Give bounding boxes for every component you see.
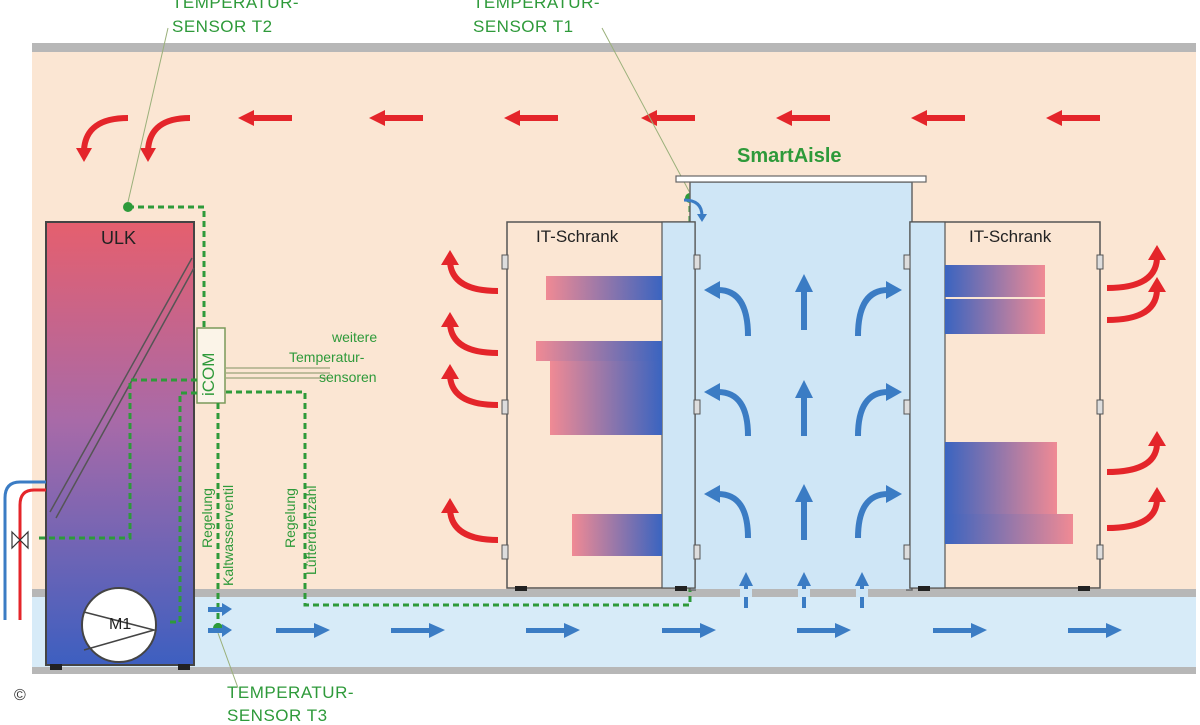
weitere-line2: Temperatur- xyxy=(289,349,365,365)
server-unit xyxy=(945,442,1057,514)
aisle-curved-arrows-left xyxy=(717,287,751,539)
cabinet-left-door xyxy=(661,221,696,589)
blue-arrow-icon xyxy=(208,603,232,616)
cabinet-left-title: IT-Schrank xyxy=(536,227,619,246)
sensor-t3-label-line1: TEMPERATUR- xyxy=(227,683,355,702)
hot-air-return-arrows xyxy=(238,110,1100,126)
cold-air-floor-arrows xyxy=(208,603,1122,638)
sensor-leader-lines xyxy=(127,27,691,689)
regelung-luefter-line1: Regelung xyxy=(282,488,298,548)
regelung-kalt-line2: Kaltwasserventil xyxy=(220,484,236,586)
further-sensor-wires xyxy=(226,367,330,379)
servers-left xyxy=(536,276,662,556)
blue-arrow-icon xyxy=(208,624,232,637)
floor-slab xyxy=(32,589,1196,597)
server-unit xyxy=(572,514,662,556)
fan-m1-label: M1 xyxy=(109,616,132,633)
red-arrow-icon xyxy=(776,110,830,126)
blue-arrow-icon xyxy=(526,623,580,638)
copyright-mark: © xyxy=(14,687,26,704)
server-unit xyxy=(546,276,662,300)
red-arrow-icon xyxy=(369,110,423,126)
sensor-t3-label-line2: SENSOR T3 xyxy=(227,706,328,725)
red-curved-arrow-icon xyxy=(145,115,191,151)
hot-air-into-ulk-arrows xyxy=(81,115,191,151)
blue-arrow-icon xyxy=(662,623,716,638)
blue-arrow-icon xyxy=(1068,623,1122,638)
server-unit xyxy=(945,514,1073,544)
ceiling-wall xyxy=(32,43,1196,52)
icom-label: iCOM xyxy=(199,352,218,396)
sensor-t1-label-line1: TEMPERATUR- xyxy=(473,0,601,12)
blue-arrow-icon xyxy=(797,623,851,638)
cabinet-right-title: IT-Schrank xyxy=(969,227,1052,246)
red-arrow-icon xyxy=(238,110,292,126)
red-curved-arrow-icon xyxy=(81,115,129,151)
smartaisle-roof xyxy=(675,175,927,183)
red-arrow-icon xyxy=(641,110,695,126)
chilled-water-return-pipe xyxy=(18,488,46,620)
regelung-kalt-line1: Regelung xyxy=(199,488,215,548)
sensor-t2-label-line1: TEMPERATUR- xyxy=(172,0,300,12)
sensor-t1-label-line2: SENSOR T1 xyxy=(473,17,574,36)
server-unit xyxy=(945,299,1045,334)
cabinet-right-door xyxy=(909,221,946,589)
sensor-t2-dot xyxy=(123,202,133,212)
weitere-line3: sensoren xyxy=(319,369,377,385)
aisle-up-arrows xyxy=(795,274,813,540)
weitere-line1: weitere xyxy=(332,329,378,345)
servers-right xyxy=(945,265,1073,544)
floor-bottom xyxy=(32,667,1196,674)
red-arrow-icon xyxy=(911,110,965,126)
water-valve-icon xyxy=(11,530,29,550)
icom-controller xyxy=(196,327,226,404)
aisle-curved-arrows-right xyxy=(855,287,889,539)
server-unit xyxy=(536,341,662,361)
ulk-title: ULK xyxy=(101,228,137,248)
blue-arrow-icon xyxy=(276,623,330,638)
raised-floor xyxy=(32,596,1196,668)
sensor-t2-label-line2: SENSOR T2 xyxy=(172,17,273,36)
chilled-water-supply-pipe xyxy=(3,480,46,620)
blue-arrow-icon xyxy=(391,623,445,638)
server-unit xyxy=(945,265,1045,297)
red-arrow-icon xyxy=(1046,110,1100,126)
blue-arrow-icon xyxy=(933,623,987,638)
hot-exhaust-right xyxy=(1106,257,1160,531)
fan-m1-icon xyxy=(81,587,157,663)
red-arrow-icon xyxy=(504,110,558,126)
smartaisle-title: SmartAisle xyxy=(737,145,842,167)
regelung-luefter-line2: Lüfterdrehzahl xyxy=(303,485,319,575)
server-unit xyxy=(550,361,662,435)
hot-exhaust-left xyxy=(447,261,499,543)
